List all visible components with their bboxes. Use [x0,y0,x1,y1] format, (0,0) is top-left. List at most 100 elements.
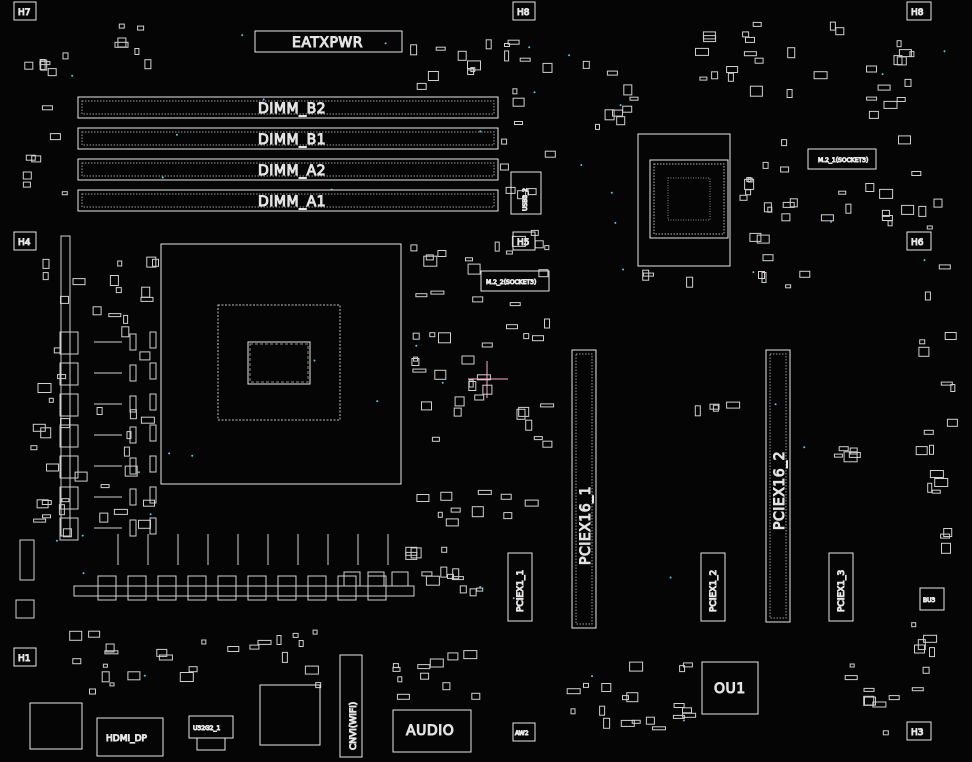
mounting-hole-h8-top[interactable] [512,1,536,21]
vrm-choke [59,424,79,448]
mounting-hole-h3[interactable] [906,721,932,741]
via-dot [191,454,194,457]
pciex1-2-slot[interactable]: PCIEX1_2 [700,552,726,622]
cnvi-wifi-slot[interactable] [339,654,363,758]
via-dot [168,452,171,455]
smd-component [843,451,858,463]
vrm-choke [59,455,79,479]
smd-component [472,296,484,303]
pciex16-1-slot[interactable]: PCIEX16_1 [571,349,597,629]
smd-component [844,675,858,681]
smd-component [888,695,900,701]
dimm-slot-b2[interactable]: DIMM_B2 [77,96,499,119]
smd-component [42,272,49,281]
pciex1-3-slot[interactable]: PCIEX1_3 [828,552,854,622]
smd-component [682,707,692,714]
smd-component [929,647,935,658]
usb-stack[interactable] [259,684,321,746]
smd-component [923,634,938,643]
smd-component [882,730,889,736]
smd-component [929,470,944,478]
mounting-hole-h5[interactable] [512,231,536,251]
smd-component [138,519,151,529]
smd-component [92,306,102,316]
mounting-hole-h4-label: H4 [18,238,31,248]
mounting-hole-h8-right[interactable] [906,1,932,21]
smd-component [516,408,526,420]
smd-component [785,284,792,289]
smd-component [512,97,525,107]
hdmi-dp-port[interactable] [96,717,164,757]
m2-socket-1[interactable]: M.2_1(SOCKET3) [807,148,877,170]
audio-label: AUDIO [406,723,454,739]
smd-component [31,155,42,163]
smd-component [726,66,739,73]
smd-component [524,499,539,507]
smd-component [864,696,876,706]
smd-component [711,71,719,80]
smd-component [933,198,943,208]
smd-component [416,82,427,90]
eatxpwr-label: EATXPWR [292,35,363,51]
smd-component [645,716,655,725]
smd-component [533,436,543,441]
audio-jack-block[interactable] [392,709,472,753]
smd-component [752,21,762,27]
mounting-holes: H7 H8 H8 H4 H5 H6 H1 H3 [13,1,932,741]
smd-component [532,335,544,342]
smd-component [117,260,123,267]
smd-component [566,688,581,695]
smd-component [542,62,553,73]
smd-component [727,72,734,82]
smd-component [281,651,288,663]
aw2-chip[interactable] [512,722,536,742]
pciex16-2-slot[interactable]: PCIEX16_2 [765,349,791,623]
bu3-chip[interactable]: BU3 [919,587,945,611]
mounting-hole-h1[interactable] [13,647,37,667]
vrm-left-column [15,235,157,619]
chipset[interactable] [637,133,731,267]
dimm-slot-b1[interactable]: DIMM_B1 [77,127,499,150]
smd-component [914,644,925,654]
lan-port[interactable] [29,702,83,750]
smd-component [673,703,685,708]
pciex1-1-slot[interactable]: PCIEX1_1 [507,552,533,622]
smd-component [467,263,481,275]
via-dot [591,675,593,678]
ou1-chip[interactable]: OU1 [701,661,759,715]
dimm-slot-a2[interactable]: DIMM_A2 [77,158,499,181]
smd-component [416,494,430,502]
smd-component [739,194,748,201]
smd-component [144,59,152,70]
smd-component [454,396,465,407]
smd-component [421,571,433,577]
smd-component [813,71,828,80]
mounting-hole-h7[interactable] [13,1,37,21]
eatxpwr-connector[interactable]: EATXPWR [254,30,403,53]
via-dot [55,539,58,542]
smd-component [469,588,477,597]
smd-component [140,416,155,424]
smd-component [33,518,47,523]
dimm-slot-a1[interactable]: DIMM_A1 [77,189,499,212]
smd-component [503,512,513,520]
usb3-2-header[interactable]: USB3_2 [510,171,542,215]
mounting-hole-h6[interactable] [906,231,932,251]
smd-component [435,46,446,51]
smd-component [835,27,845,36]
smd-component [519,57,531,62]
smd-component [485,39,492,50]
via-dot [580,164,583,166]
vrm-choke [127,575,147,601]
smd-component [926,225,933,230]
smd-component [534,240,544,249]
smd-component [411,358,420,366]
smd-component [457,50,467,61]
cpu-socket[interactable] [160,243,402,485]
smd-component [442,682,451,691]
mounting-hole-h4[interactable] [13,231,37,251]
smd-component [499,163,509,171]
m2-socket-2[interactable]: M.2_2(SOCKET3) [480,270,550,292]
smd-component [918,205,927,217]
